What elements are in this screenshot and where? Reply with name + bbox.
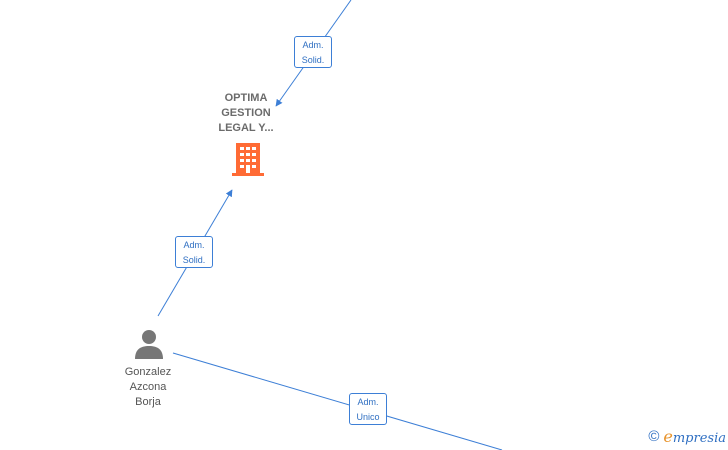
brand-wordmark: empresia xyxy=(663,427,726,446)
edge-label-top-to-company[interactable]: Adm. Solid. xyxy=(294,36,332,68)
edge-label-line-1: Adm. xyxy=(357,397,379,407)
edge-label-person-to-right[interactable]: Adm. Unico xyxy=(349,393,387,425)
company-name-line-3: LEGAL Y... xyxy=(218,122,274,134)
edge-label-person-to-company[interactable]: Adm. Solid. xyxy=(175,236,213,268)
company-name-line-2: GESTION xyxy=(221,107,271,119)
edge-label-line-2: Solid. xyxy=(301,55,325,65)
building-icon[interactable] xyxy=(232,141,264,177)
person-name-line-1: Gonzalez xyxy=(124,366,172,378)
copyright-icon: © xyxy=(648,428,660,445)
person-node-name[interactable]: Gonzalez Azcona Borja xyxy=(108,365,188,410)
edge-label-line-2: Solid. xyxy=(182,255,206,265)
edge-label-line-1: Adm. xyxy=(302,40,324,50)
person-name-line-2: Azcona xyxy=(129,381,167,393)
empresia-watermark: © empresia xyxy=(648,427,726,446)
person-name-line-3: Borja xyxy=(135,396,161,408)
company-node-name[interactable]: OPTIMA GESTION LEGAL Y... xyxy=(206,91,286,136)
edge-label-line-2: Unico xyxy=(356,412,380,422)
edge-label-line-1: Adm. xyxy=(183,240,205,250)
person-icon[interactable] xyxy=(133,328,165,360)
brand-rest: mpresia xyxy=(672,431,726,446)
company-name-line-1: OPTIMA xyxy=(224,92,268,104)
brand-initial: e xyxy=(663,427,673,446)
edge-line-person-to-right xyxy=(172,352,503,450)
